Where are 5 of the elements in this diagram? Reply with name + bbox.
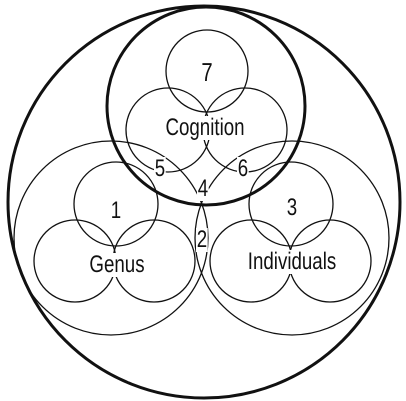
region-label: Cognition bbox=[164, 116, 246, 140]
region-label: Individuals bbox=[247, 250, 337, 274]
region-label: Genus bbox=[88, 253, 146, 277]
region-label: 4 bbox=[197, 177, 209, 201]
region-label: 2 bbox=[196, 228, 208, 252]
